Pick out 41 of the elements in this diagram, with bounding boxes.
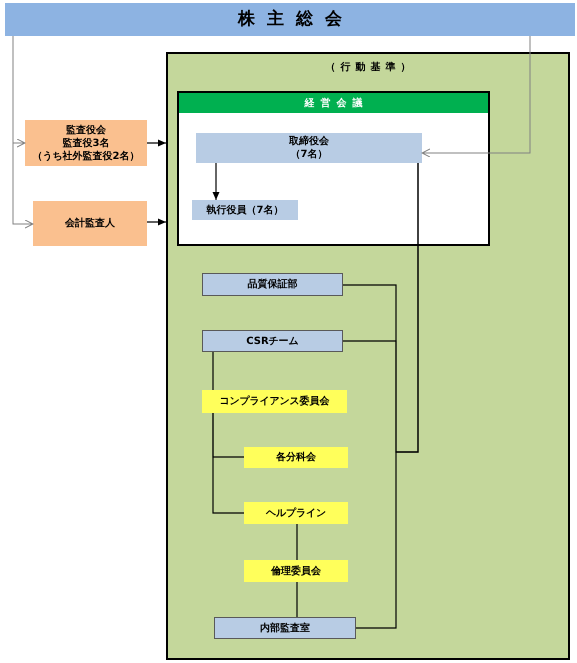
box-label: 倫理委員会 bbox=[271, 564, 321, 578]
department-box bbox=[214, 617, 356, 639]
box-label: （7名） bbox=[290, 148, 328, 161]
box-label: 内部監査室 bbox=[260, 622, 310, 634]
committee-box bbox=[244, 447, 348, 468]
box-label: CSRチーム bbox=[246, 334, 299, 348]
box-label: 取締役会 bbox=[289, 135, 329, 148]
group-panel bbox=[166, 52, 570, 660]
arrow bbox=[147, 140, 166, 146]
section-heading: （行動基準） bbox=[324, 61, 416, 75]
connector-line bbox=[343, 163, 419, 629]
connector-line bbox=[212, 413, 244, 514]
connector-line bbox=[212, 352, 214, 390]
role-box bbox=[196, 133, 422, 163]
department-box bbox=[202, 273, 343, 296]
box-label: （うち社外監査役2名） bbox=[32, 150, 140, 162]
committee-box bbox=[244, 502, 348, 524]
department-box bbox=[202, 330, 343, 352]
box-label: 会計監査人 bbox=[65, 217, 115, 230]
box-label: 監査役3名 bbox=[62, 136, 110, 150]
arrow bbox=[212, 163, 220, 200]
box-label: 品質保証部 bbox=[248, 278, 298, 291]
box-label: 監査役会 bbox=[66, 124, 106, 136]
connector-line bbox=[296, 582, 298, 617]
arrow bbox=[422, 36, 530, 158]
role-box bbox=[192, 200, 298, 220]
box-label: ヘルプライン bbox=[266, 506, 326, 520]
banner-title: 株主総会 bbox=[236, 11, 354, 28]
committee-box bbox=[244, 560, 348, 582]
auditor-box bbox=[25, 120, 147, 166]
arrow bbox=[147, 218, 166, 226]
box-label: 各分科会 bbox=[276, 451, 316, 464]
committee-box bbox=[202, 390, 347, 413]
arrow bbox=[12, 36, 34, 228]
box-label: コンプライアンス委員会 bbox=[220, 395, 330, 408]
connector-line bbox=[296, 524, 298, 560]
box-label: 執行役員（7名） bbox=[206, 204, 284, 216]
meeting-box bbox=[177, 91, 490, 246]
header-banner bbox=[5, 3, 575, 36]
heading-bar: 経営会議 bbox=[179, 93, 488, 113]
auditor-box bbox=[33, 201, 147, 246]
